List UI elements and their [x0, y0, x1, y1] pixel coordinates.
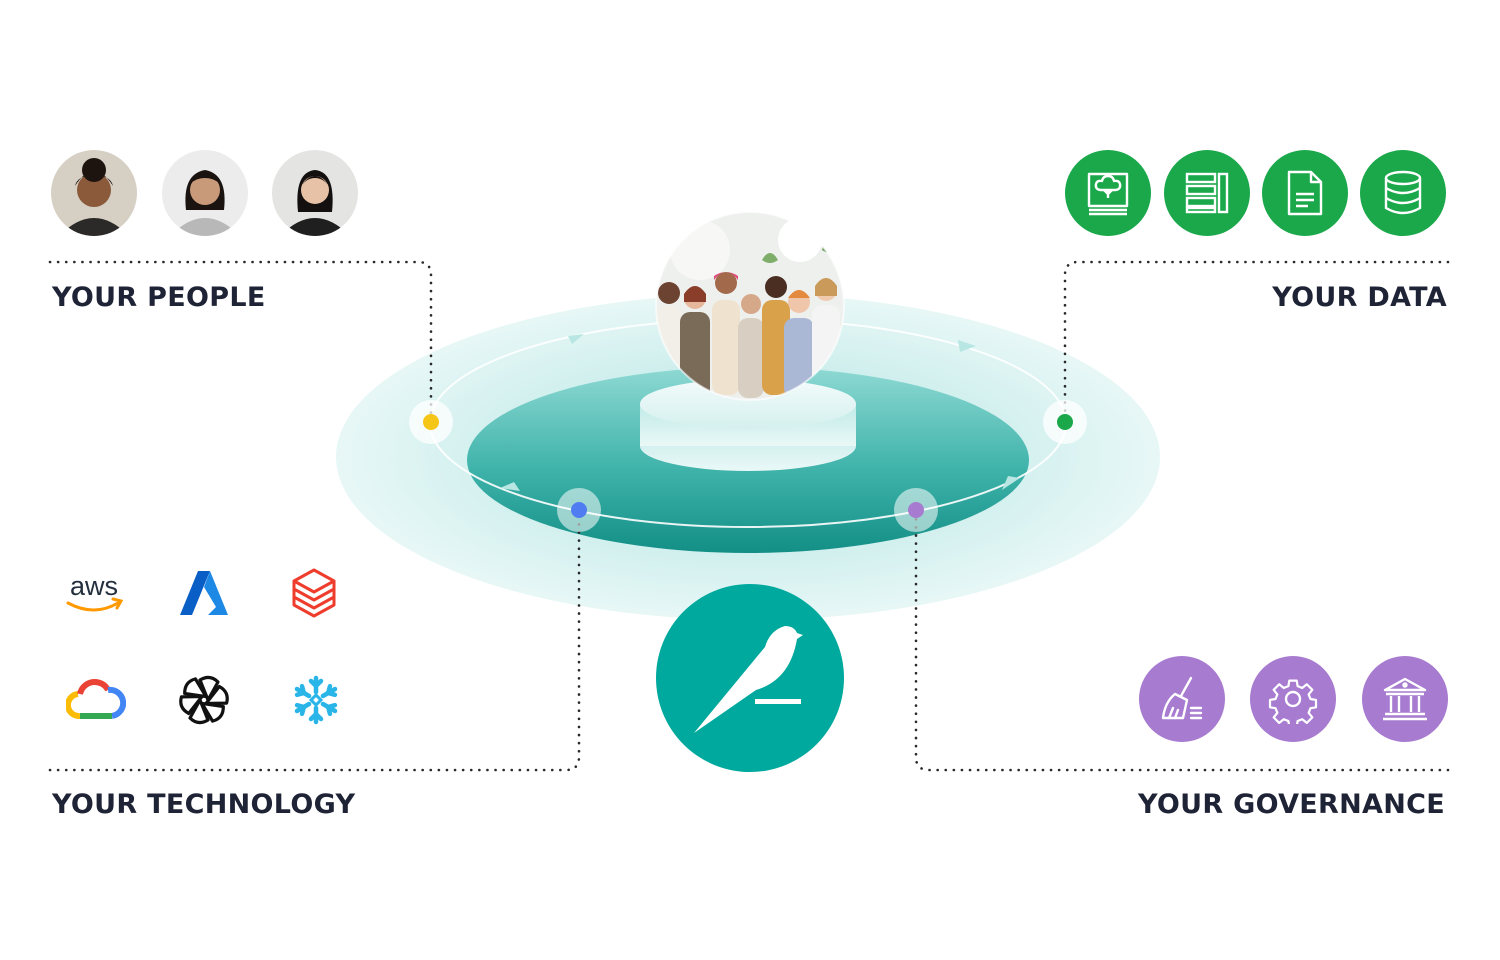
connector-technology: [48, 508, 581, 772]
pedestal-top: [640, 379, 856, 429]
your-data-label: YOUR DATA: [1272, 282, 1447, 313]
connector-governance: [914, 508, 1450, 772]
snowflake-logo: [281, 670, 351, 730]
data-node-dot: [1057, 414, 1073, 430]
bird-logo-icon: [656, 584, 844, 772]
data-cleaning-icon: [1139, 656, 1225, 742]
connector-data: [1063, 260, 1450, 424]
google-cloud-logo: [61, 670, 131, 730]
openai-logo: [169, 670, 239, 730]
database-icon: [1360, 150, 1446, 236]
orbit-arrow: [500, 482, 520, 491]
person-avatar-3-icon: [272, 150, 358, 236]
orbit-arrow: [568, 334, 584, 344]
svg-text:aws: aws: [70, 571, 118, 601]
azure-logo: [169, 563, 239, 623]
institution-icon: [1362, 656, 1448, 742]
data-lake-icon: [1065, 150, 1151, 236]
connector-people: [48, 260, 433, 424]
your-technology-label: YOUR TECHNOLOGY: [52, 789, 356, 820]
governance-node-dot: [908, 502, 924, 518]
orbit-arrow: [1002, 476, 1020, 490]
data-layout-icon: [1164, 150, 1250, 236]
your-people-label: YOUR PEOPLE: [52, 282, 266, 313]
document-icon: [1262, 150, 1348, 236]
people-node-dot: [423, 414, 439, 430]
databricks-logo: [279, 563, 349, 623]
person-avatar-2-icon: [162, 150, 248, 236]
settings-gear-icon: [1250, 656, 1336, 742]
orbit-arrow: [958, 340, 976, 352]
person-avatar-1-icon: [51, 150, 137, 236]
aws-logo: aws: [59, 563, 129, 623]
your-governance-label: YOUR GOVERNANCE: [1137, 789, 1445, 820]
technology-node-dot: [571, 502, 587, 518]
